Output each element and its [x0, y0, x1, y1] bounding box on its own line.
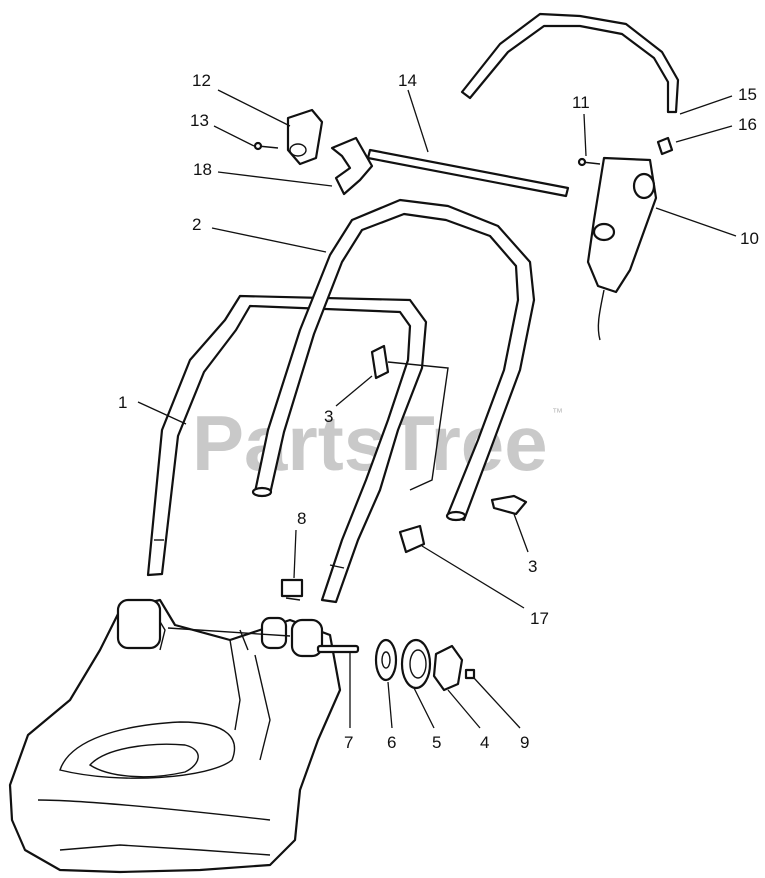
cable-clip-upper	[370, 344, 449, 491]
wheel-hub	[400, 638, 432, 690]
callout-10: 10	[740, 229, 759, 248]
mower-deck	[8, 598, 342, 874]
callout-3-lower: 3	[528, 557, 537, 576]
callout-12: 12	[192, 71, 211, 90]
screw-11	[577, 157, 601, 167]
lower-handle	[146, 294, 428, 604]
callout-3-upper: 3	[324, 407, 333, 426]
handle-bolt	[490, 494, 528, 516]
handle-spacer	[398, 524, 426, 554]
wheel-cap	[432, 644, 464, 692]
bail-clip	[656, 136, 674, 156]
callout-9: 9	[520, 733, 529, 752]
screw-13	[253, 141, 279, 151]
nut	[464, 668, 476, 680]
callout-15: 15	[738, 85, 757, 104]
callout-labels: 12 13 18 14 2 1 3 3 17 8 7 6 5 4 9 11 15…	[118, 71, 759, 752]
bail-rod	[366, 148, 570, 198]
cable-guide	[286, 108, 324, 166]
callout-5: 5	[432, 733, 441, 752]
callout-6: 6	[387, 733, 396, 752]
callout-11: 11	[572, 93, 590, 112]
callout-14: 14	[398, 71, 417, 90]
safety-bail	[460, 12, 680, 114]
callout-7: 7	[344, 733, 353, 752]
callout-17: 17	[530, 609, 549, 628]
callout-18: 18	[193, 160, 212, 179]
watermark-trademark: ™	[552, 407, 563, 419]
callout-4: 4	[480, 733, 489, 752]
cable-bracket	[280, 578, 304, 601]
callout-2: 2	[192, 215, 201, 234]
axle-pin	[316, 644, 360, 654]
callout-1: 1	[118, 393, 127, 412]
switch-box	[586, 156, 658, 341]
washer	[374, 638, 398, 682]
callout-13: 13	[190, 111, 209, 130]
callout-16: 16	[738, 115, 757, 134]
handle-clamp	[330, 136, 374, 196]
callout-8: 8	[297, 509, 306, 528]
upper-handle	[251, 198, 536, 522]
leader-lines	[137, 89, 737, 729]
